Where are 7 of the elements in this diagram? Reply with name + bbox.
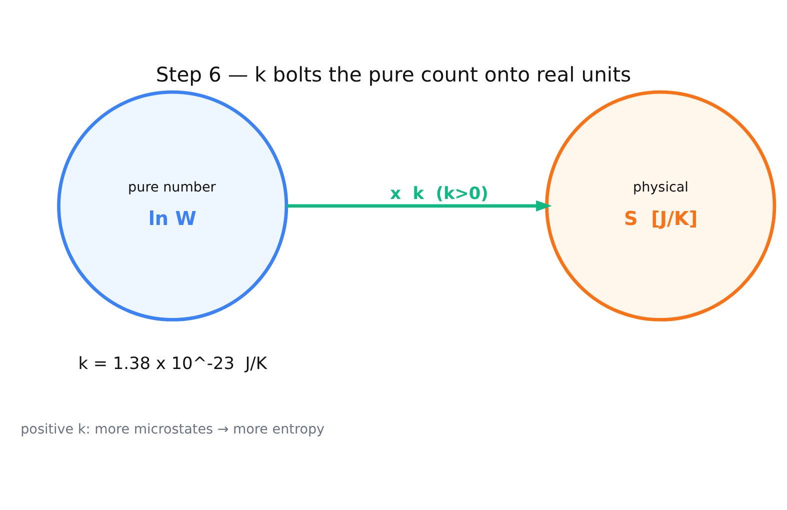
node-circle: pure number ln W <box>57 90 288 321</box>
edge-label: x k (k>0) <box>390 182 488 203</box>
label: k = 1.38 x 10^-23 J/K <box>78 352 267 372</box>
node-circle: physical S [J/K] <box>545 90 776 321</box>
diagram-title: Step 6 — k bolts the pure count onto real units <box>156 62 632 86</box>
arrow <box>286 200 552 211</box>
label: positive k: more microstates → more entropy <box>20 421 325 438</box>
